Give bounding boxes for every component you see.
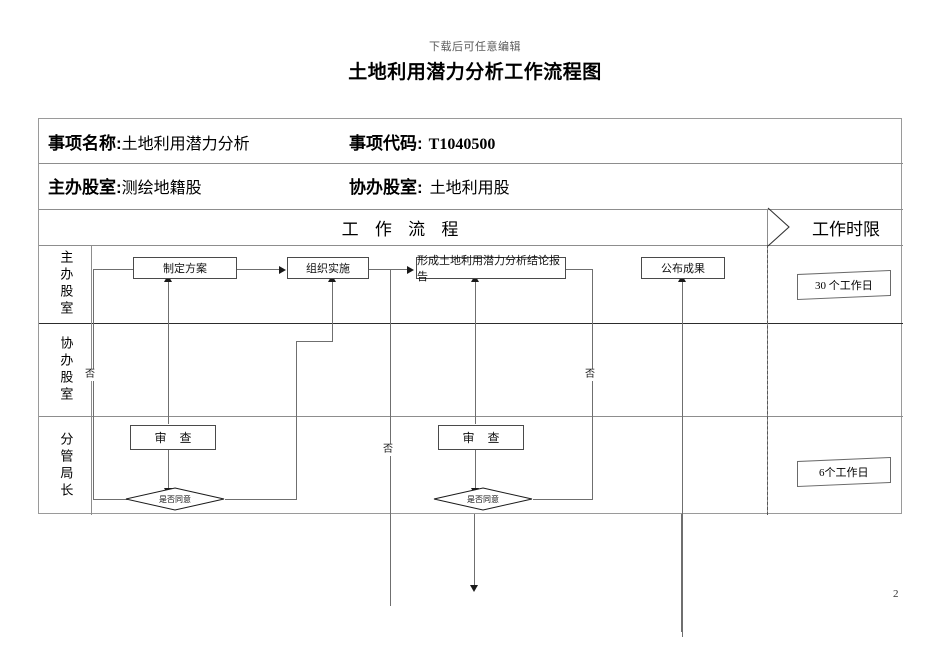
node-publish[interactable]: 公布成果 [641,257,725,279]
time-limit-director: 6个工作日 [797,456,891,488]
diamond-shape-right-icon [433,487,533,511]
item-code-label: 事项代码: [349,133,423,153]
item-code-value: T1040500 [428,135,496,153]
info-row-office: 主办股室: 测绘地籍股 协办股室: 土地利用股 [39,163,903,207]
connector-review-left-to-plan [168,277,169,424]
connector-below-left [390,514,391,606]
decision-left-label: 是否同意 [159,494,191,504]
edge-label-no-mid: 否 [383,444,393,456]
decision-left[interactable]: 是否同意 [125,487,225,511]
assist-office-label: 协办股室: [349,177,423,197]
lane-label-director-text: 分管局长 [58,431,74,500]
connector-report-right-down [592,269,593,499]
time-limit-director-label: 6个工作日 [819,467,869,479]
divider-lane-1 [39,323,903,324]
host-office-field: 主办股室: 测绘地籍股 [48,173,202,198]
lane-label-host-text: 主办股室 [58,250,74,318]
node-review-right[interactable]: 审 查 [438,425,524,450]
assist-office-value: 土地利用股 [429,179,510,197]
node-report[interactable]: 形成土地利用潜力分析结论报告 [416,255,566,283]
connector-review-right-to-decision [475,448,476,490]
page-number: 2 [893,588,899,600]
divider-info-1 [39,163,903,164]
connector-below-middle [474,514,475,586]
item-name-value: 土地利用潜力分析 [121,135,250,153]
connector-decision-left-right [225,499,297,500]
item-code-field: 事项代码: T1040500 [349,129,495,154]
connector-publish-up [682,277,683,637]
connector-review-right-to-report [475,277,476,424]
arrow-plan-to-implement [279,265,286,274]
connector-left-loop-vertical [93,269,94,499]
connector-decision-right-to-loop [533,499,593,500]
connector-into-implement [332,277,333,342]
lane-label-assist: 协办股室 [51,323,79,416]
item-name-label: 事项名称: [48,133,122,153]
host-office-label: 主办股室: [48,177,122,197]
column-header-limit: 工作时限 [812,219,880,239]
connector-left-loop-top [93,269,133,270]
divider-info-2 [39,209,903,210]
page-title: 土地利用潜力分析工作流程图 [348,62,602,83]
edge-label-no-left: 否 [85,369,95,381]
connector-decision-left-up [296,341,297,500]
arrow-implement-to-report [407,265,414,274]
connector-step-to-implement [296,341,333,342]
edge-label-no-right: 否 [585,369,595,381]
lane-label-host: 主办股室 [51,245,79,323]
time-limit-host-label: 30 个工作日 [815,280,873,292]
divider-lane-2 [39,416,903,417]
diamond-shape-left-icon [125,487,225,511]
connector-middle-long-down [390,269,391,606]
flowchart-table: 事项名称: 土地利用潜力分析 事项代码: T1040500 主办股室: 测绘地籍… [38,118,903,637]
divider-header [39,245,903,246]
connector-report-right [566,269,593,270]
info-row-name: 事项名称: 土地利用潜力分析 事项代码: T1040500 [39,119,903,163]
node-plan[interactable]: 制定方案 [133,257,237,279]
decision-right-label: 是否同意 [467,494,499,504]
column-header-flow: 工 作 流 程 [341,219,465,239]
time-limit-host: 30 个工作日 [797,269,891,301]
decision-right[interactable]: 是否同意 [433,487,533,511]
item-name-field: 事项名称: 土地利用潜力分析 [48,129,250,154]
assist-office-field: 协办股室: 土地利用股 [349,173,510,198]
connector-review-left-to-decision [168,448,169,490]
node-review-left[interactable]: 审 查 [130,425,216,450]
node-implement[interactable]: 组织实施 [287,257,369,279]
connector-below-right [681,514,682,632]
arrow-below-middle [470,585,478,592]
limit-column-dashed-divider [767,245,768,515]
connector-implement-to-report [369,269,409,270]
lane-label-assist-text: 协办股室 [58,335,74,404]
connector-plan-to-implement [237,269,281,270]
watermark-text: 下载后可任意编辑 [429,41,521,53]
host-office-value: 测绘地籍股 [121,179,202,197]
lane-label-director: 分管局长 [51,416,79,515]
